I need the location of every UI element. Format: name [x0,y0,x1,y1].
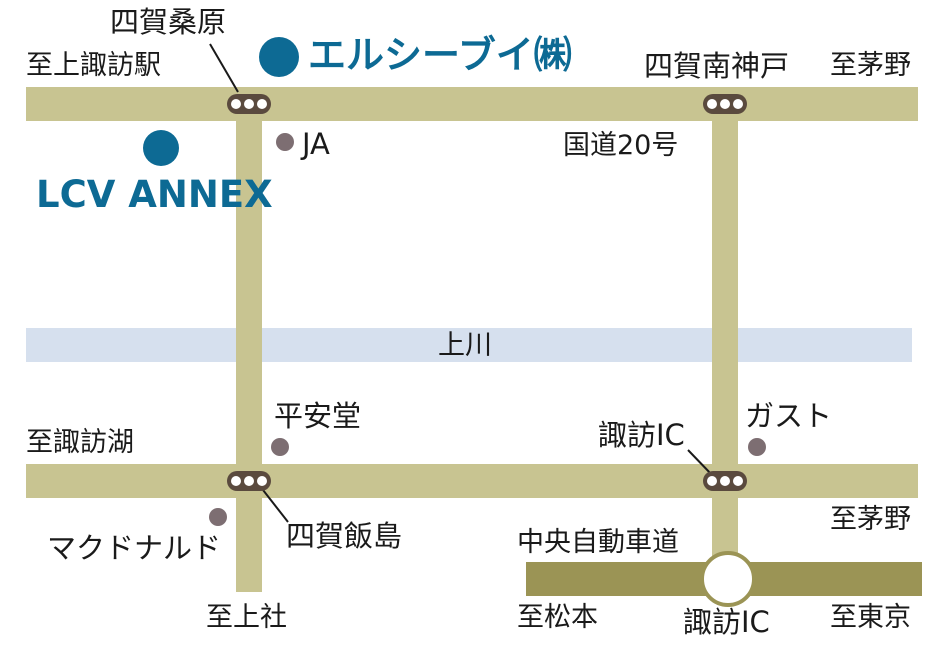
traffic-signal-icon [703,471,747,491]
intersection-shiga-hanjima: 四賀飯島 [286,519,403,553]
river-kamikawa [26,328,912,362]
direction-kamisha: 至上社 [206,602,287,633]
route-20-label: 国道20号 [563,130,679,161]
traffic-signal-icon [227,471,271,491]
intersection-shiga-minami-kanbe: 四賀南神戸 [644,49,790,83]
west-vertical-road [236,87,262,592]
poi-dot-icon [209,508,227,526]
brand-dot-icon [143,130,179,166]
poi-heiando-label: 平安堂 [274,399,362,433]
direction-kamisuwa-station: 至上諏訪駅 [26,50,161,81]
direction-chino-south: 至茅野 [830,504,911,535]
leader-shiga-kuwabara [209,43,239,93]
direction-chino-north: 至茅野 [830,50,911,81]
poi-dot-icon [276,133,294,151]
annex-brand-name: LCV ANNEX [36,173,273,216]
south-horizontal-road [26,464,918,498]
river-label: 上川 [438,330,492,361]
main-brand-name: エルシーブイ㈱ [308,33,572,77]
intersection-suwa-ic-signal: 諏訪IC [598,418,685,452]
poi-mcdonalds-label: マクドナルド [47,531,222,565]
poi-gusto-label: ガスト [745,399,833,433]
leader-shiga-hanjima [262,489,289,523]
interchange-circle-icon [700,551,756,607]
poi-ja-label: JA [302,127,330,161]
direction-matsumoto: 至松本 [517,602,598,633]
traffic-signal-icon [227,94,271,114]
intersection-shiga-kuwabara: 四賀桑原 [110,5,227,39]
expressway-label: 中央自動車道 [517,527,679,558]
poi-dot-icon [271,438,289,456]
brand-dot-icon [259,37,299,77]
traffic-signal-icon [703,94,747,114]
poi-dot-icon [748,438,766,456]
direction-tokyo: 至東京 [830,602,911,633]
route-20-road [26,87,918,121]
suwa-ic-label: 諏訪IC [683,605,770,639]
direction-suwako: 至諏訪湖 [26,427,134,458]
